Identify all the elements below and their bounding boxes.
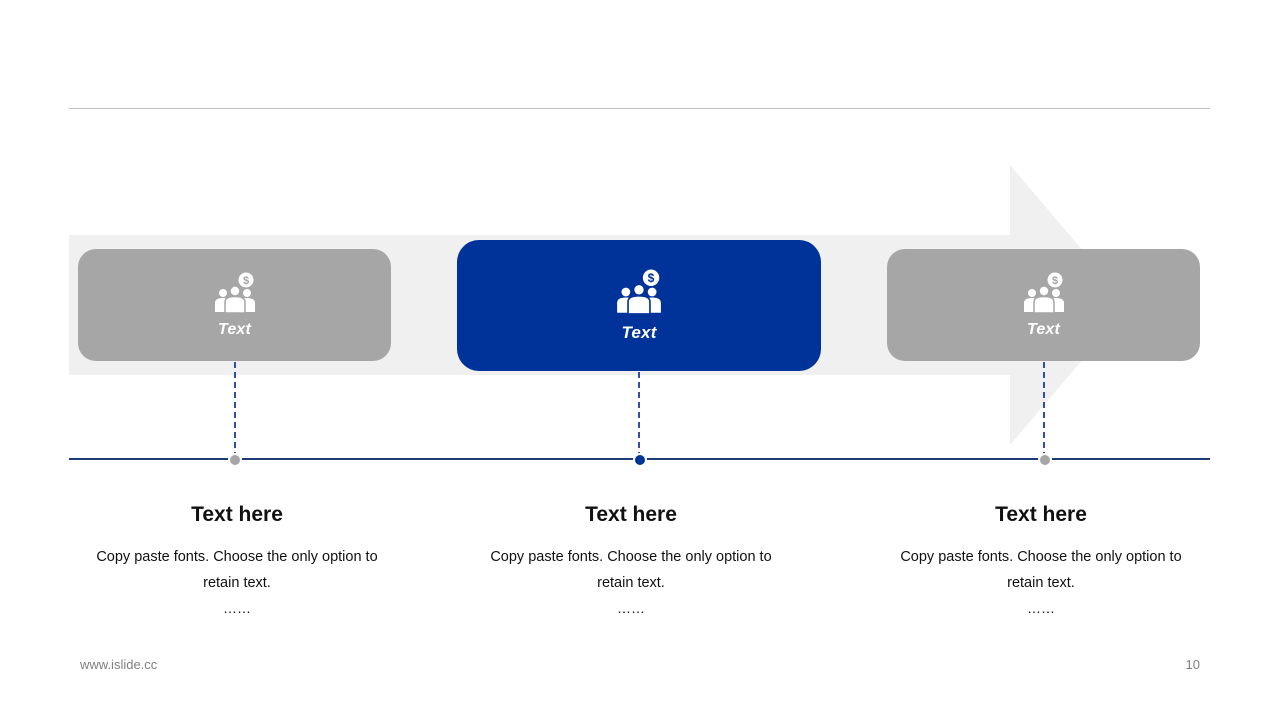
svg-text:$: $ <box>242 275 248 287</box>
step-body-line: retain text. <box>1007 575 1075 591</box>
step-card-label: Text <box>621 322 657 342</box>
timeline-node-1 <box>228 453 242 467</box>
step-description-1: Text here Copy paste fonts. Choose the o… <box>82 500 392 618</box>
connector-line-2 <box>638 372 640 458</box>
timeline-node-3 <box>1038 453 1052 467</box>
svg-text:$: $ <box>1051 275 1057 287</box>
team-money-icon: $ <box>1023 272 1064 314</box>
top-divider <box>69 108 1210 109</box>
svg-text:$: $ <box>648 271 655 285</box>
step-description-2: Text here Copy paste fonts. Choose the o… <box>476 500 786 618</box>
step-title: Text here <box>585 503 677 526</box>
step-body-line: retain text. <box>203 575 271 591</box>
step-ellipsis: …… <box>223 600 251 616</box>
step-card-label: Text <box>217 320 252 338</box>
connector-line-1 <box>234 362 236 458</box>
step-body-line: retain text. <box>597 575 665 591</box>
team-money-icon: $ <box>617 269 661 315</box>
connector-line-3 <box>1043 362 1045 458</box>
step-title: Text here <box>191 503 283 526</box>
step-body-line: Copy paste fonts. Choose the only option… <box>96 549 378 565</box>
step-card-1[interactable]: $ Text <box>78 249 391 361</box>
step-body: Copy paste fonts. Choose the only option… <box>82 544 392 596</box>
timeline-node-2 <box>633 453 647 467</box>
step-ellipsis: …… <box>1027 600 1055 616</box>
step-ellipsis: …… <box>617 600 645 616</box>
step-body-line: Copy paste fonts. Choose the only option… <box>900 549 1182 565</box>
step-body-line: Copy paste fonts. Choose the only option… <box>490 549 772 565</box>
step-body: Copy paste fonts. Choose the only option… <box>886 544 1196 596</box>
step-card-3[interactable]: $ Text <box>887 249 1200 361</box>
step-card-label: Text <box>1026 320 1061 338</box>
step-body: Copy paste fonts. Choose the only option… <box>476 544 786 596</box>
step-card-2[interactable]: $ Text <box>457 240 821 371</box>
page-number: 10 <box>1185 657 1200 672</box>
footer-website: www.islide.cc <box>80 657 158 672</box>
team-money-icon: $ <box>214 272 255 314</box>
step-title: Text here <box>995 503 1087 526</box>
step-description-3: Text here Copy paste fonts. Choose the o… <box>886 500 1196 618</box>
